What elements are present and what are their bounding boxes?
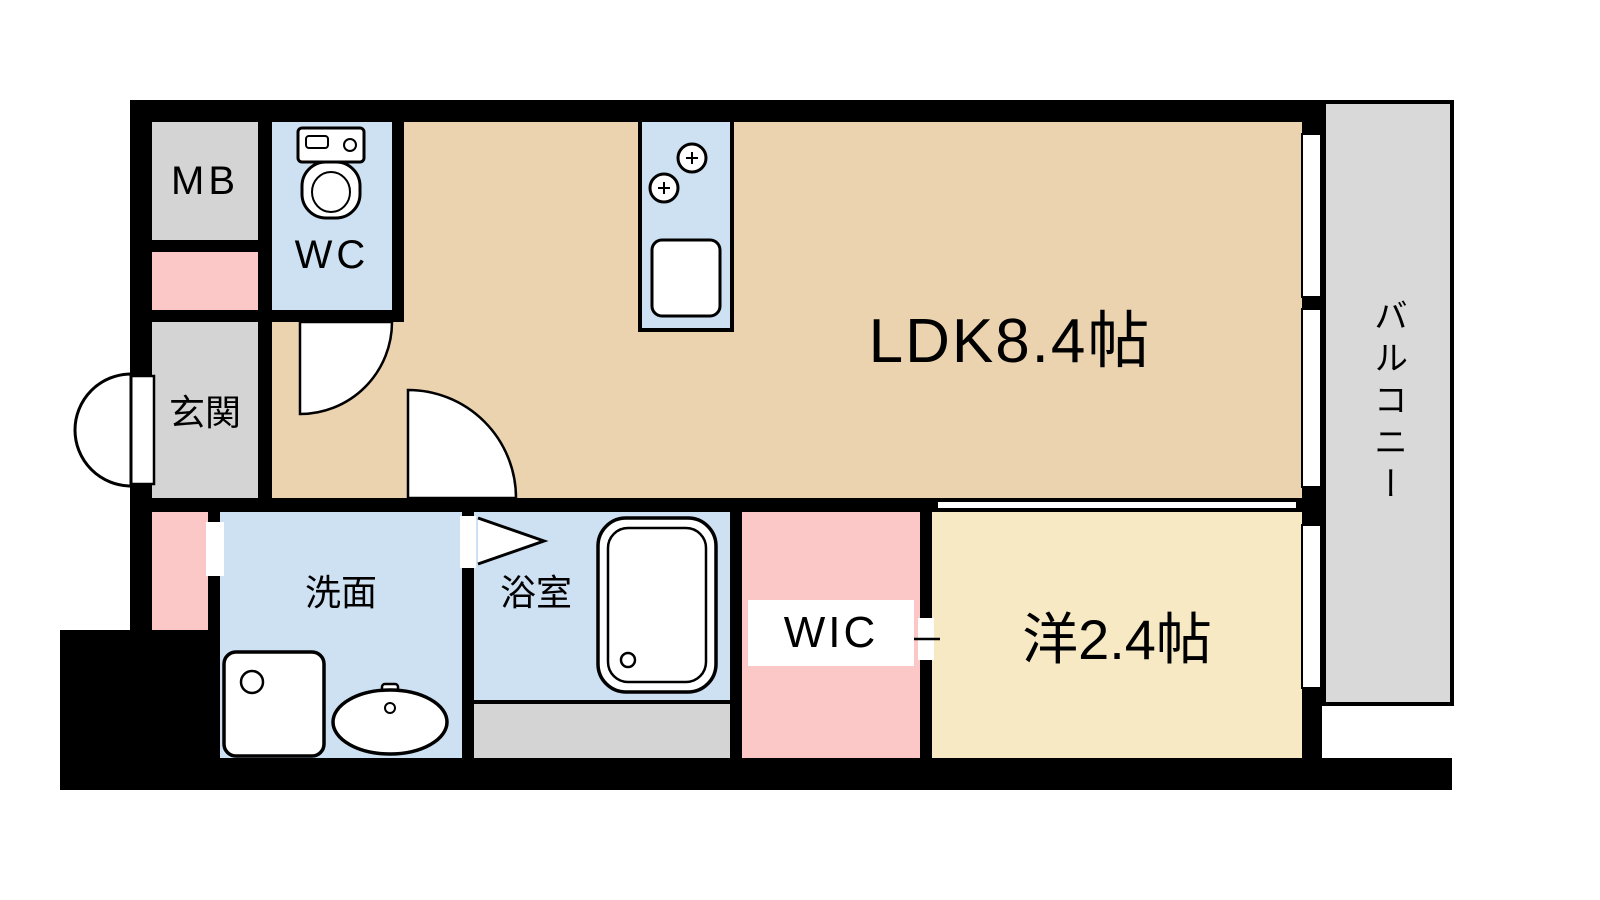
- window-icon: [1301, 524, 1322, 689]
- room-meter-box: [152, 122, 258, 240]
- room-western: [932, 512, 1302, 758]
- window-icon: [1301, 308, 1322, 488]
- wic-label: WIC: [748, 600, 914, 666]
- room-washroom: [220, 512, 462, 758]
- bathroom-gray-strip: [474, 700, 730, 758]
- western-room-label: 洋2.4帖: [1022, 607, 1212, 671]
- balcony-label: バルコニー: [1368, 298, 1407, 508]
- room-balcony: [1322, 100, 1454, 706]
- room-ldk: [404, 122, 1302, 498]
- wall-bottom-right: [1322, 758, 1452, 790]
- corridor-strip-lower: [152, 512, 208, 630]
- corridor-strip-upper: [152, 252, 258, 310]
- wc-label: WC: [294, 232, 370, 277]
- mb-label: MB: [171, 158, 239, 203]
- room-entrance: [152, 322, 258, 498]
- bathroom-label: 浴室: [499, 572, 572, 613]
- washroom-label: 洗面: [304, 572, 377, 613]
- ldk-label: LDK8.4帖: [868, 307, 1152, 376]
- room-ldk-hall: [272, 322, 404, 498]
- window-icon: [1301, 133, 1322, 298]
- entrance-label: 玄関: [168, 392, 241, 433]
- sliding-door-icon: [938, 500, 1296, 510]
- wall-block-bottom-left: [60, 630, 152, 790]
